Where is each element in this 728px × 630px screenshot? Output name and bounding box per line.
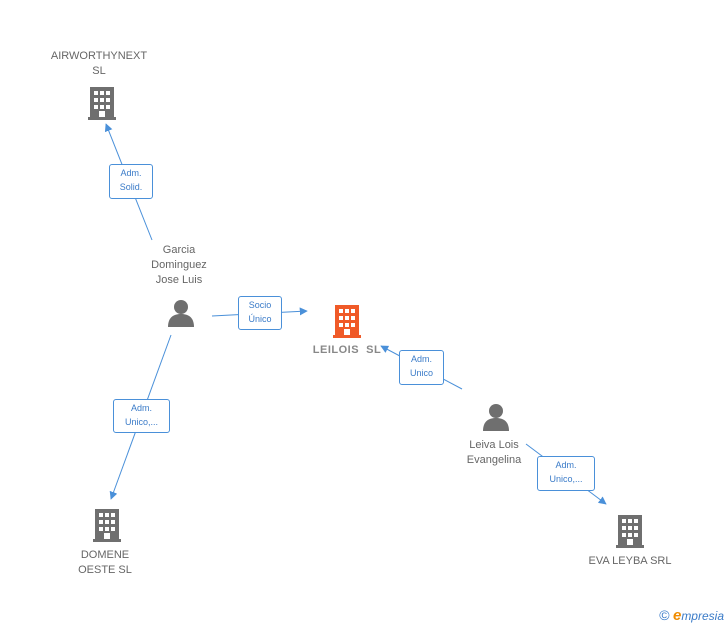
brand-e: e — [672, 607, 682, 624]
node-leilois-label[interactable]: LEILOIS SL — [297, 343, 397, 358]
node-eva-leyba-label[interactable]: EVA LEYBA SRL — [575, 554, 685, 569]
relation-adm-unico-leilois-line1: Adm. — [410, 354, 432, 364]
relation-adm-unico-domene-line1: Adm. — [130, 403, 152, 413]
person-icon[interactable] — [166, 298, 196, 328]
building-icon[interactable] — [331, 303, 363, 339]
node-leiva-label[interactable]: Leiva Lois Evangelina — [444, 438, 544, 468]
relation-socio-unico-line1: Socio — [248, 300, 272, 310]
building-icon[interactable] — [91, 507, 123, 543]
node-garcia-name-line1: Garcia — [162, 244, 196, 256]
node-domene-name-line1: DOMENE — [80, 549, 130, 561]
node-airworthynext-name-line2: SL — [92, 65, 106, 77]
relation-adm-unico-domene[interactable]: Adm. Unico,... — [113, 399, 170, 433]
node-airworthynext-label[interactable]: AIRWORTHYNEXT SL — [44, 49, 154, 79]
relation-adm-unico-domene-line2: Unico,... — [124, 417, 158, 427]
node-domene-label[interactable]: DOMENE OESTE SL — [55, 548, 155, 578]
node-garcia-label[interactable]: Garcia Dominguez Jose Luis — [129, 243, 229, 288]
node-domene-name-line2: OESTE SL — [78, 564, 132, 576]
relation-adm-unico-leilois-line2: Unico — [409, 368, 433, 378]
relation-adm-solid-line2: Solid. — [119, 182, 143, 192]
node-garcia-name-line2: Dominguez — [151, 259, 207, 271]
node-leilois-name: LEILOIS SL — [312, 344, 382, 356]
copyright-symbol: © — [659, 607, 670, 623]
relation-adm-unico-eva-line1: Adm. — [555, 460, 577, 470]
building-icon[interactable] — [614, 513, 646, 549]
person-icon[interactable] — [481, 402, 511, 432]
relation-adm-unico-eva[interactable]: Adm. Unico,... — [537, 456, 595, 491]
relation-socio-unico-line2: Único — [248, 314, 272, 324]
relation-socio-unico[interactable]: Socio Único — [238, 296, 282, 330]
relation-adm-unico-leilois[interactable]: Adm. Unico — [399, 350, 444, 385]
empresia-logo: © empresia — [659, 607, 724, 624]
building-icon[interactable] — [86, 85, 118, 121]
relation-adm-solid-line1: Adm. — [120, 168, 142, 178]
node-leiva-name-line1: Leiva Lois — [469, 439, 519, 451]
node-airworthynext-name-line1: AIRWORTHYNEXT — [50, 50, 148, 62]
node-leiva-name-line2: Evangelina — [466, 454, 522, 466]
node-eva-leyba-name: EVA LEYBA SRL — [588, 555, 672, 567]
brand-rest: mpresia — [681, 609, 724, 623]
node-garcia-name-line3: Jose Luis — [155, 274, 203, 286]
relation-adm-unico-eva-line2: Unico,... — [549, 474, 583, 484]
relation-adm-solid[interactable]: Adm. Solid. — [109, 164, 153, 199]
